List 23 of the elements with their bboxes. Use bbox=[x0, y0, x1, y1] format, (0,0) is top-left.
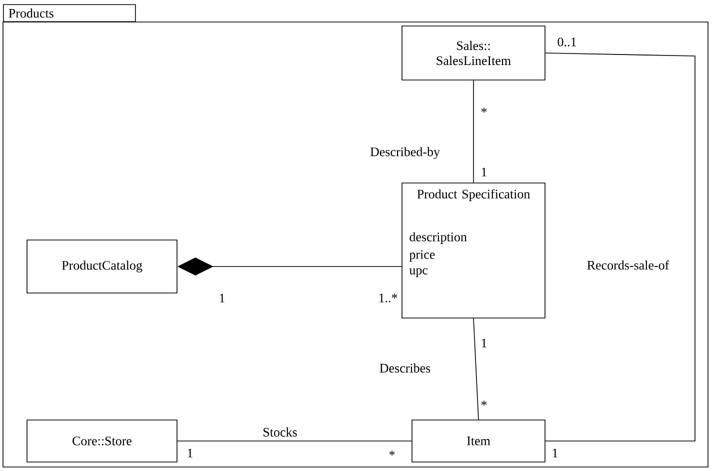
multiplicity-label: 1 bbox=[552, 448, 558, 458]
class-box: Core::Store bbox=[26, 420, 178, 462]
class-box: Sales:: SalesLineItem bbox=[402, 26, 546, 80]
association-line bbox=[545, 52, 696, 442]
class-box: Product Specification description price upc bbox=[402, 182, 546, 318]
association-line bbox=[473, 318, 479, 420]
multiplicity-label: 1 bbox=[188, 448, 192, 458]
multiplicity-label: 1 bbox=[220, 294, 224, 302]
class-box: Item bbox=[412, 420, 546, 462]
multiplicity-label: 1 bbox=[482, 168, 486, 176]
multiplicity-label: * bbox=[481, 108, 487, 112]
association-line bbox=[177, 440, 412, 442]
edge-label: Records-sale-of bbox=[586, 259, 670, 271]
edge-label: Describes bbox=[378, 362, 432, 374]
edge-label: Described-by bbox=[369, 146, 442, 160]
multiplicity-label: 0..1 bbox=[558, 38, 576, 46]
node-label: Products bbox=[8, 8, 54, 18]
multiplicity-label: 1 bbox=[482, 338, 486, 348]
class-box: ProductCatalog bbox=[26, 240, 178, 294]
multiplicity-label: * bbox=[481, 400, 487, 406]
multiplicity-label: * bbox=[389, 450, 395, 456]
association-line bbox=[473, 80, 474, 183]
edge-label: Stocks bbox=[262, 426, 298, 438]
